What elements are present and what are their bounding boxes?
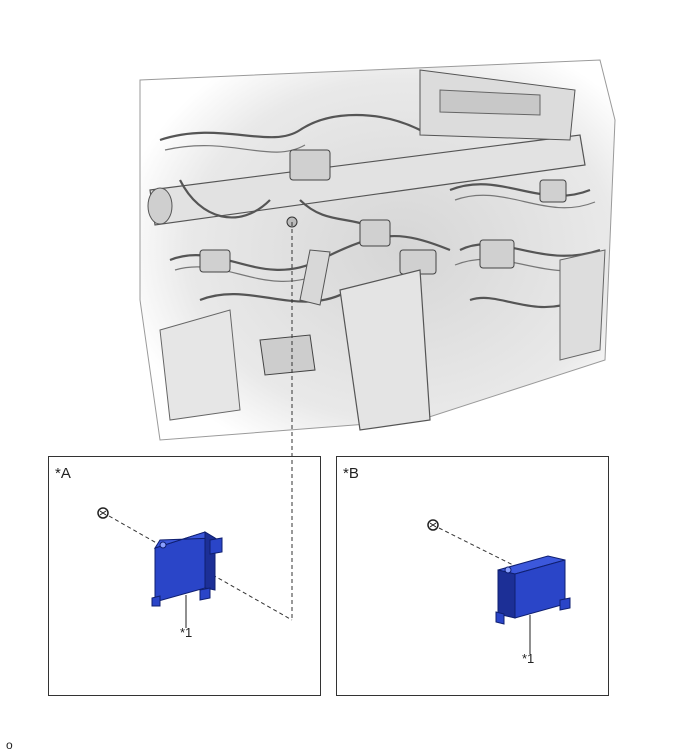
inset-b-label: *B: [343, 465, 359, 482]
inset-b: *B: [336, 456, 609, 696]
footer-code: o: [6, 738, 13, 752]
inset-a: *A: [48, 456, 321, 696]
center-console: [339, 269, 431, 431]
inset-a-label: *A: [55, 465, 71, 482]
callout-b: *1: [522, 651, 535, 666]
mounting-point: [286, 216, 298, 228]
dashboard-illustration: [139, 59, 616, 441]
callout-a: *1: [180, 625, 193, 640]
